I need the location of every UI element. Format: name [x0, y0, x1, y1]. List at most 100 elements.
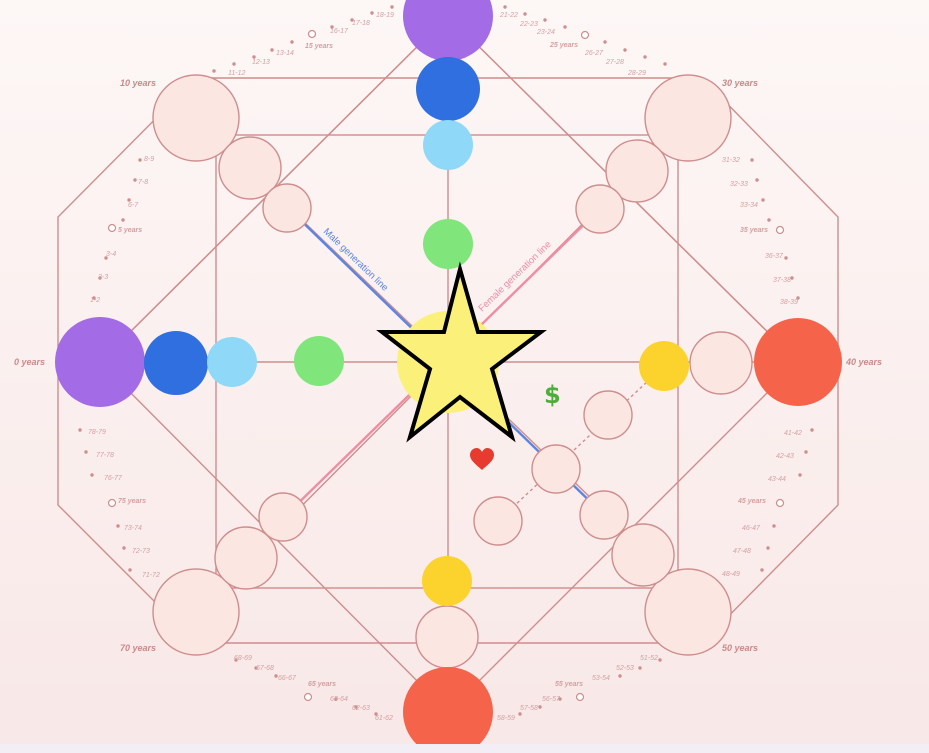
tick-label: 36-37 — [765, 253, 784, 260]
tick-label: 58-59 — [497, 715, 515, 722]
node-left-green — [294, 336, 344, 386]
tick-label: 62-63 — [352, 705, 370, 712]
tick-label: 2-3 — [97, 274, 108, 281]
tick-label: 12-13 — [252, 59, 270, 66]
node-right-yellow — [639, 341, 689, 391]
age-label-75: 75 years — [118, 498, 146, 505]
tick-label: 33-34 — [740, 202, 758, 209]
age-label-55: 55 years — [555, 681, 583, 688]
tick-label: 73-74 — [124, 525, 142, 532]
node-money-upper — [583, 390, 633, 440]
tick-label: 76-77 — [104, 475, 123, 482]
tick-label: 47-48 — [733, 548, 751, 555]
node-ancestral-top-right-outer — [644, 74, 732, 162]
node-ancestral-top-right-mid — [605, 139, 669, 203]
tick-label: 68-69 — [234, 655, 252, 662]
tick-label: 32-33 — [730, 181, 748, 188]
node-left-light-blue — [207, 337, 257, 387]
tick-label: 66-67 — [278, 675, 297, 682]
tick-label: 17-18 — [352, 20, 370, 27]
age-label-30: 30 years — [722, 78, 758, 88]
tick-label: 42-43 — [776, 453, 794, 460]
tick-label: 6-7 — [128, 202, 139, 209]
heart-icon — [470, 448, 494, 470]
node-ancestral-top-left-mid — [218, 136, 282, 200]
node-ancestral-top-left-outer — [152, 74, 240, 162]
tick-label: 18-19 — [376, 12, 394, 19]
money-channel-line — [497, 365, 665, 522]
star-icon[interactable] — [376, 261, 547, 443]
node-bottom-mid — [415, 605, 479, 669]
age-label-25: 25 years — [549, 42, 578, 49]
tick-label: 38-39 — [780, 299, 798, 306]
tick-label: 31-32 — [722, 157, 740, 164]
age-label-45: 45 years — [737, 498, 766, 505]
tick-label: 23-24 — [536, 29, 555, 36]
tick-label: 63-64 — [330, 696, 348, 703]
tick-label: 22-23 — [519, 21, 538, 28]
age-label-50: 50 years — [722, 643, 758, 653]
tick-label: 46-47 — [742, 525, 761, 532]
age-tick-dots — [78, 5, 814, 716]
node-ancestral-bottom-left-inner — [258, 492, 308, 542]
node-top-purple — [403, 0, 493, 61]
tick-label: 56-57 — [542, 696, 561, 703]
node-top-green — [423, 219, 473, 269]
tick-label: 57-58 — [520, 705, 538, 712]
bottom-band — [0, 744, 929, 753]
tick-label: 48-49 — [722, 571, 740, 578]
tick-label: 67-68 — [256, 665, 274, 672]
tick-label: 16-17 — [330, 28, 349, 35]
node-left-purple — [55, 317, 145, 407]
node-ancestral-top-right-inner — [575, 184, 625, 234]
tick-label: 28-29 — [627, 70, 646, 77]
tick-label: 37-38 — [773, 277, 791, 284]
tick-label: 21-22 — [499, 12, 518, 19]
tick-label: 7-8 — [138, 179, 148, 186]
age-label-15: 15 years — [305, 43, 333, 50]
tick-label: 52-53 — [616, 665, 634, 672]
age-label-40: 40 years — [845, 357, 882, 367]
age-label-35: 35 years — [740, 227, 768, 234]
age-label-10: 10 years — [120, 78, 156, 88]
node-ancestral-bottom-right-outer — [644, 568, 732, 656]
node-right-mid — [689, 331, 753, 395]
tick-label: 77-78 — [96, 452, 114, 459]
money-symbol: $ — [544, 381, 561, 409]
node-right-red — [754, 318, 842, 406]
node-ancestral-bottom-right-mid — [611, 523, 675, 587]
node-ancestral-top-left-inner — [262, 183, 312, 233]
tick-label: 27-28 — [605, 59, 624, 66]
tick-label: 3-4 — [106, 251, 116, 258]
tick-label: 26-27 — [584, 50, 604, 57]
node-money-center — [531, 444, 581, 494]
age-label-65: 65 years — [308, 681, 336, 688]
tick-label: 61-62 — [375, 715, 393, 722]
tick-label: 11-12 — [228, 70, 245, 77]
mid-age-markers — [107, 29, 785, 702]
tick-label: 53-54 — [592, 675, 610, 682]
node-bottom-yellow — [422, 556, 472, 606]
node-top-blue — [416, 57, 480, 121]
node-top-light-blue — [423, 120, 473, 170]
tick-label: 41-42 — [784, 430, 802, 437]
tick-label: 71-72 — [142, 572, 160, 579]
age-label-5: 5 years — [118, 227, 142, 234]
tick-label: 13-14 — [276, 50, 294, 57]
age-label-70: 70 years — [120, 643, 156, 653]
tick-label: 51-52 — [640, 655, 658, 662]
tick-label: 43-44 — [768, 476, 786, 483]
node-ancestral-bottom-left-mid — [214, 526, 278, 590]
node-ancestral-bottom-left-outer — [152, 568, 240, 656]
tick-label: 78-79 — [88, 429, 106, 436]
node-love-lower — [473, 496, 523, 546]
node-ancestral-bottom-right-inner — [579, 490, 629, 540]
age-label-0: 0 years — [14, 357, 45, 367]
tick-label: 1-2 — [90, 297, 100, 304]
node-left-blue — [144, 331, 208, 395]
tick-label: 72-73 — [132, 548, 150, 555]
tick-label: 8-9 — [144, 156, 154, 163]
node-bottom-red — [403, 667, 493, 753]
